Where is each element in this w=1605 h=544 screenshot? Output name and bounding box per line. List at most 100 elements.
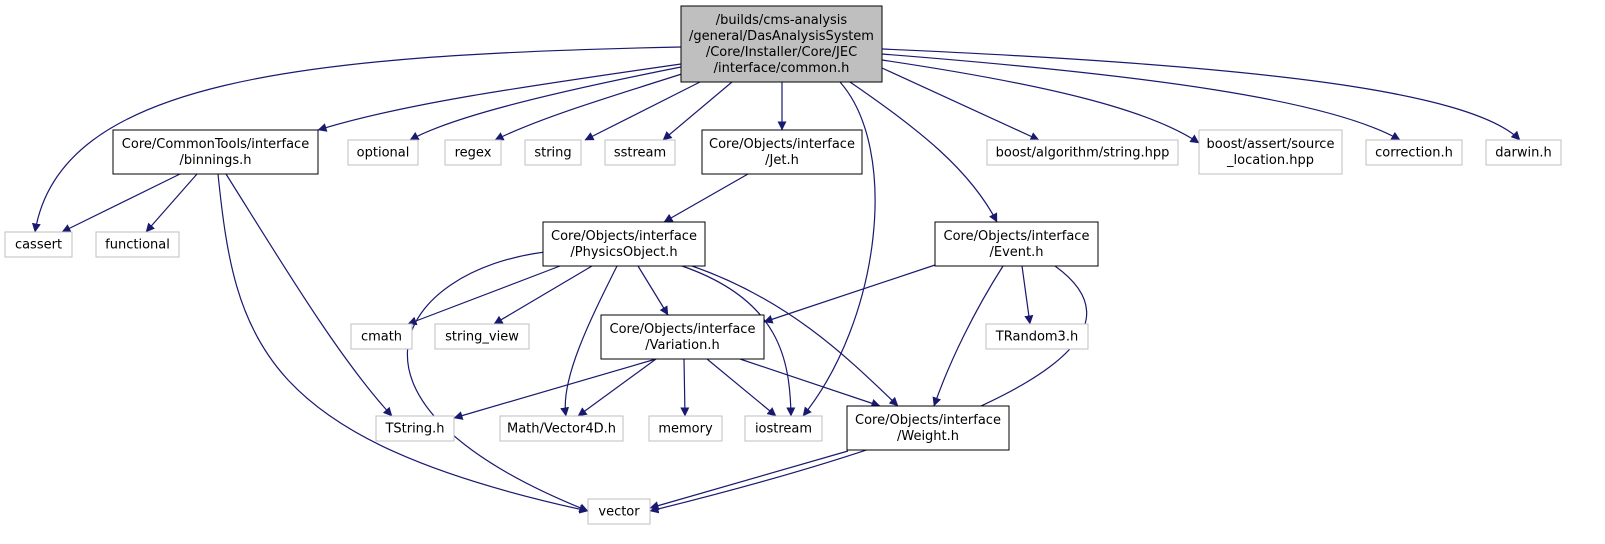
edge-binnings-to-vector [217,173,589,514]
edge-weight-to-vector [649,450,849,510]
edge-event-to-vector [649,265,1088,514]
node-memory-box [648,415,723,442]
node-cmath: cmath [350,323,413,350]
node-optional-box [347,139,419,166]
node-boost_assert-label-line: _location.hpp [1226,153,1314,168]
edge-root-to-string [584,81,701,141]
edge-root-to-binnings [317,63,682,132]
node-event-box [934,221,1099,267]
node-variation[interactable]: Core/Objects/interface/Variation.h [600,314,765,360]
node-weight-label-line: Core/Objects/interface [855,413,1001,428]
edge-physics-to-iostream [681,265,796,417]
node-trandom-label-line: TRandom3.h [995,330,1078,345]
node-sstream-box [604,139,676,166]
edge-root-to-boost_alg [881,67,1040,141]
nodes-layer: /builds/cms-analysis/general/DasAnalysis… [4,5,1562,525]
node-functional: functional [95,231,180,258]
edge-binnings-to-cassert [61,173,181,233]
node-root[interactable]: /builds/cms-analysis/general/DasAnalysis… [680,5,883,83]
node-functional-label-line: functional [105,238,170,253]
node-vector4d-label-line: Math/Vector4D.h [507,422,616,437]
node-iostream-label-line: iostream [755,422,812,437]
edge-root-to-boost_assert [881,59,1200,144]
node-darwin-box [1485,139,1562,166]
node-optional-label-line: optional [357,146,410,161]
node-root-label-line: /interface/common.h [714,61,850,76]
node-string-box [524,139,582,166]
node-jet-box [701,129,863,175]
node-weight[interactable]: Core/Objects/interface/Weight.h [846,405,1010,451]
node-cassert: cassert [4,231,73,258]
node-string-label-line: string [534,146,571,161]
edge-variation-to-tstring [453,358,657,420]
node-weight-label-line: /Weight.h [897,429,959,444]
node-root-label-line: /builds/cms-analysis [716,13,848,28]
node-variation-label-line: /Variation.h [645,338,719,353]
node-boost_alg-label-line: boost/algorithm/string.hpp [996,146,1170,161]
edge-binnings-to-functional [145,173,198,233]
node-memory: memory [648,415,723,442]
node-root-label-line: /general/DasAnalysisSystem [689,29,874,44]
node-physics-label-line: /PhysicsObject.h [570,245,677,260]
node-sstream-label-line: sstream [614,146,666,161]
edge-root-to-darwin [881,48,1521,141]
node-vector: vector [587,498,651,525]
edges-layer [31,46,1521,514]
node-physics[interactable]: Core/Objects/interface/PhysicsObject.h [542,221,706,267]
node-boost_alg-box [986,139,1179,166]
node-trandom-box [985,323,1089,350]
node-binnings-box [112,129,319,175]
node-tstring-box [375,415,455,442]
node-vector4d: Math/Vector4D.h [499,415,624,442]
node-cmath-label-line: cmath [361,330,402,345]
node-string: string [524,139,582,166]
edge-event-to-variation [763,264,936,324]
edge-event-to-trandom [1021,265,1034,325]
node-correction-label-line: correction.h [1375,146,1453,161]
node-binnings-label-line: Core/CommonTools/interface [122,137,309,152]
node-vector-box [587,498,651,525]
node-iostream: iostream [744,415,823,442]
node-binnings[interactable]: Core/CommonTools/interface/binnings.h [112,129,319,175]
node-string_view: string_view [434,323,530,350]
node-physics-label-line: Core/Objects/interface [551,229,697,244]
edge-binnings-to-tstring [225,173,393,417]
edge-root-to-iostream [802,81,876,417]
node-iostream-box [744,415,823,442]
node-boost_alg: boost/algorithm/string.hpp [986,139,1179,166]
edge-root-to-sstream [662,81,733,141]
node-weight-box [846,405,1010,451]
edge-variation-to-vector4d [577,358,657,417]
node-memory-label-line: memory [658,422,713,437]
edge-variation-to-weight [739,358,881,408]
edge-physics-to-vector4d [560,265,618,417]
node-vector-label-line: vector [598,505,640,520]
node-regex-label-line: regex [455,146,492,161]
node-variation-box [600,314,765,360]
edge-physics-to-weight [691,265,899,407]
node-vector4d-box [499,415,624,442]
node-binnings-label-line: /binnings.h [180,153,252,168]
node-regex: regex [444,139,502,166]
edge-root-to-cassert [31,46,682,233]
edge-variation-to-memory [680,358,690,417]
node-regex-box [444,139,502,166]
node-jet-label-line: Core/Objects/interface [709,137,855,152]
edge-event-to-weight [932,265,1004,407]
node-cmath-box [350,323,413,350]
edge-physics-to-string_view [493,265,593,325]
node-correction: correction.h [1365,139,1463,166]
node-event[interactable]: Core/Objects/interface/Event.h [934,221,1099,267]
edge-physics-to-vector [406,251,589,513]
edge-jet-to-physics [663,173,749,223]
node-event-label-line: /Event.h [990,245,1044,260]
node-variation-label-line: Core/Objects/interface [610,322,756,337]
node-functional-box [95,231,180,258]
node-jet[interactable]: Core/Objects/interface/Jet.h [701,129,863,175]
node-boost_assert-label-line: boost/assert/source [1207,137,1335,152]
node-darwin-label-line: darwin.h [1495,146,1551,161]
node-boost_assert: boost/assert/source_location.hpp [1198,129,1343,175]
edge-variation-to-iostream [706,358,777,417]
node-correction-box [1365,139,1463,166]
